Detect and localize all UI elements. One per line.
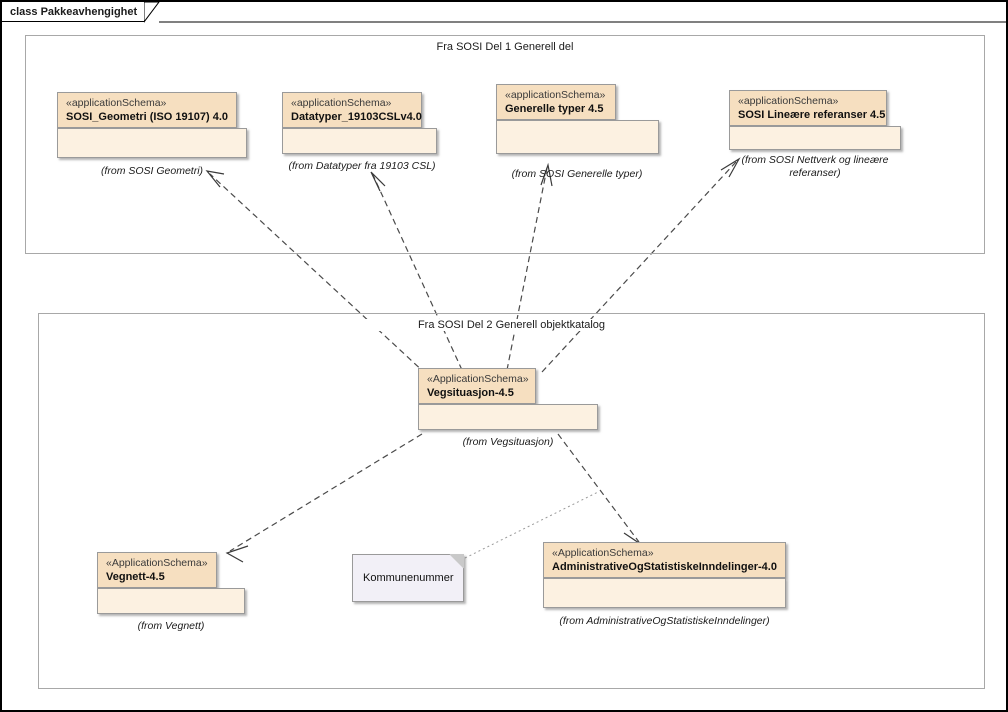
package-sosi-geometri-name: SOSI_Geometri (ISO 19107) 4.0 xyxy=(66,111,229,123)
package-datatyper-header[interactable]: «applicationSchema» Datatyper_19103CSLv4… xyxy=(282,92,422,128)
package-administrative-header[interactable]: «ApplicationSchema» AdministrativeOgStat… xyxy=(543,542,786,578)
frame-sosi-del-1-label: Fra SOSI Del 1 Generell del xyxy=(26,41,984,53)
package-lineaere-referanser-name: SOSI Lineære referanser 4.5 xyxy=(738,109,886,121)
package-datatyper-body[interactable] xyxy=(282,128,437,154)
package-administrative-from: (from AdministrativeOgStatistiskeInndeli… xyxy=(559,615,770,627)
package-administrative-body[interactable] xyxy=(543,578,786,608)
package-vegsituasjon-body[interactable] xyxy=(418,404,598,430)
frame-sosi-del-2-label: Fra SOSI Del 2 Generell objektkatalog xyxy=(39,319,984,331)
package-generelle-typer-stereotype: «applicationSchema» xyxy=(505,89,606,101)
package-administrative-stereotype: «ApplicationSchema» xyxy=(552,547,654,559)
package-vegsituasjon-header[interactable]: «ApplicationSchema» Vegsituasjon-4.5 xyxy=(418,368,536,404)
package-generelle-typer-header[interactable]: «applicationSchema» Generelle typer 4.5 xyxy=(496,84,616,120)
package-lineaere-referanser-stereotype: «applicationSchema» xyxy=(738,95,839,107)
package-datatyper-from: (from Datatyper fra 19103 CSL) xyxy=(288,160,436,172)
diagram-title-label: class Pakkeavhengighet xyxy=(10,5,138,18)
package-datatyper-stereotype: «applicationSchema» xyxy=(291,97,392,109)
package-vegsituasjon-from: (from Vegsituasjon) xyxy=(462,436,554,448)
package-lineaere-referanser-header[interactable]: «applicationSchema» SOSI Lineære referan… xyxy=(729,90,887,126)
note-kommunenummer-text: Kommunenummer xyxy=(363,572,454,584)
package-vegsituasjon-name: Vegsituasjon-4.5 xyxy=(427,387,514,399)
package-generelle-typer-from: (from SOSI Generelle typer) xyxy=(511,168,643,180)
package-sosi-geometri-stereotype: «applicationSchema» xyxy=(66,97,167,109)
package-lineaere-referanser-from-line2: referanser) xyxy=(789,167,841,179)
note-kommunenummer[interactable]: Kommunenummer xyxy=(352,554,464,602)
package-lineaere-referanser-from-line1: (from SOSI Nettverk og lineære xyxy=(741,154,889,166)
package-lineaere-referanser-body[interactable] xyxy=(729,126,901,150)
package-generelle-typer-name: Generelle typer 4.5 xyxy=(505,103,604,115)
package-sosi-geometri-from: (from SOSI Geometri) xyxy=(100,165,204,177)
package-vegnett-header[interactable]: «ApplicationSchema» Vegnett-4.5 xyxy=(97,552,217,588)
diagram-title-tab: class Pakkeavhengighet xyxy=(2,2,144,22)
package-generelle-typer-body[interactable] xyxy=(496,120,659,154)
package-vegnett-name: Vegnett-4.5 xyxy=(106,571,165,583)
package-vegnett-from: (from Vegnett) xyxy=(137,620,205,632)
frame-sosi-del-1: Fra SOSI Del 1 Generell del xyxy=(25,35,985,254)
package-vegsituasjon-stereotype: «ApplicationSchema» xyxy=(427,373,529,385)
package-datatyper-name: Datatyper_19103CSLv4.0 xyxy=(291,111,422,123)
package-sosi-geometri-body[interactable] xyxy=(57,128,247,158)
package-administrative-name: AdministrativeOgStatistiskeInndelinger-4… xyxy=(552,561,777,573)
note-fold-corner-icon xyxy=(449,554,464,569)
package-sosi-geometri-header[interactable]: «applicationSchema» SOSI_Geometri (ISO 1… xyxy=(57,92,237,128)
package-vegnett-body[interactable] xyxy=(97,588,245,614)
package-vegnett-stereotype: «ApplicationSchema» xyxy=(106,557,208,569)
frame-sosi-del-2: Fra SOSI Del 2 Generell objektkatalog xyxy=(38,313,985,689)
